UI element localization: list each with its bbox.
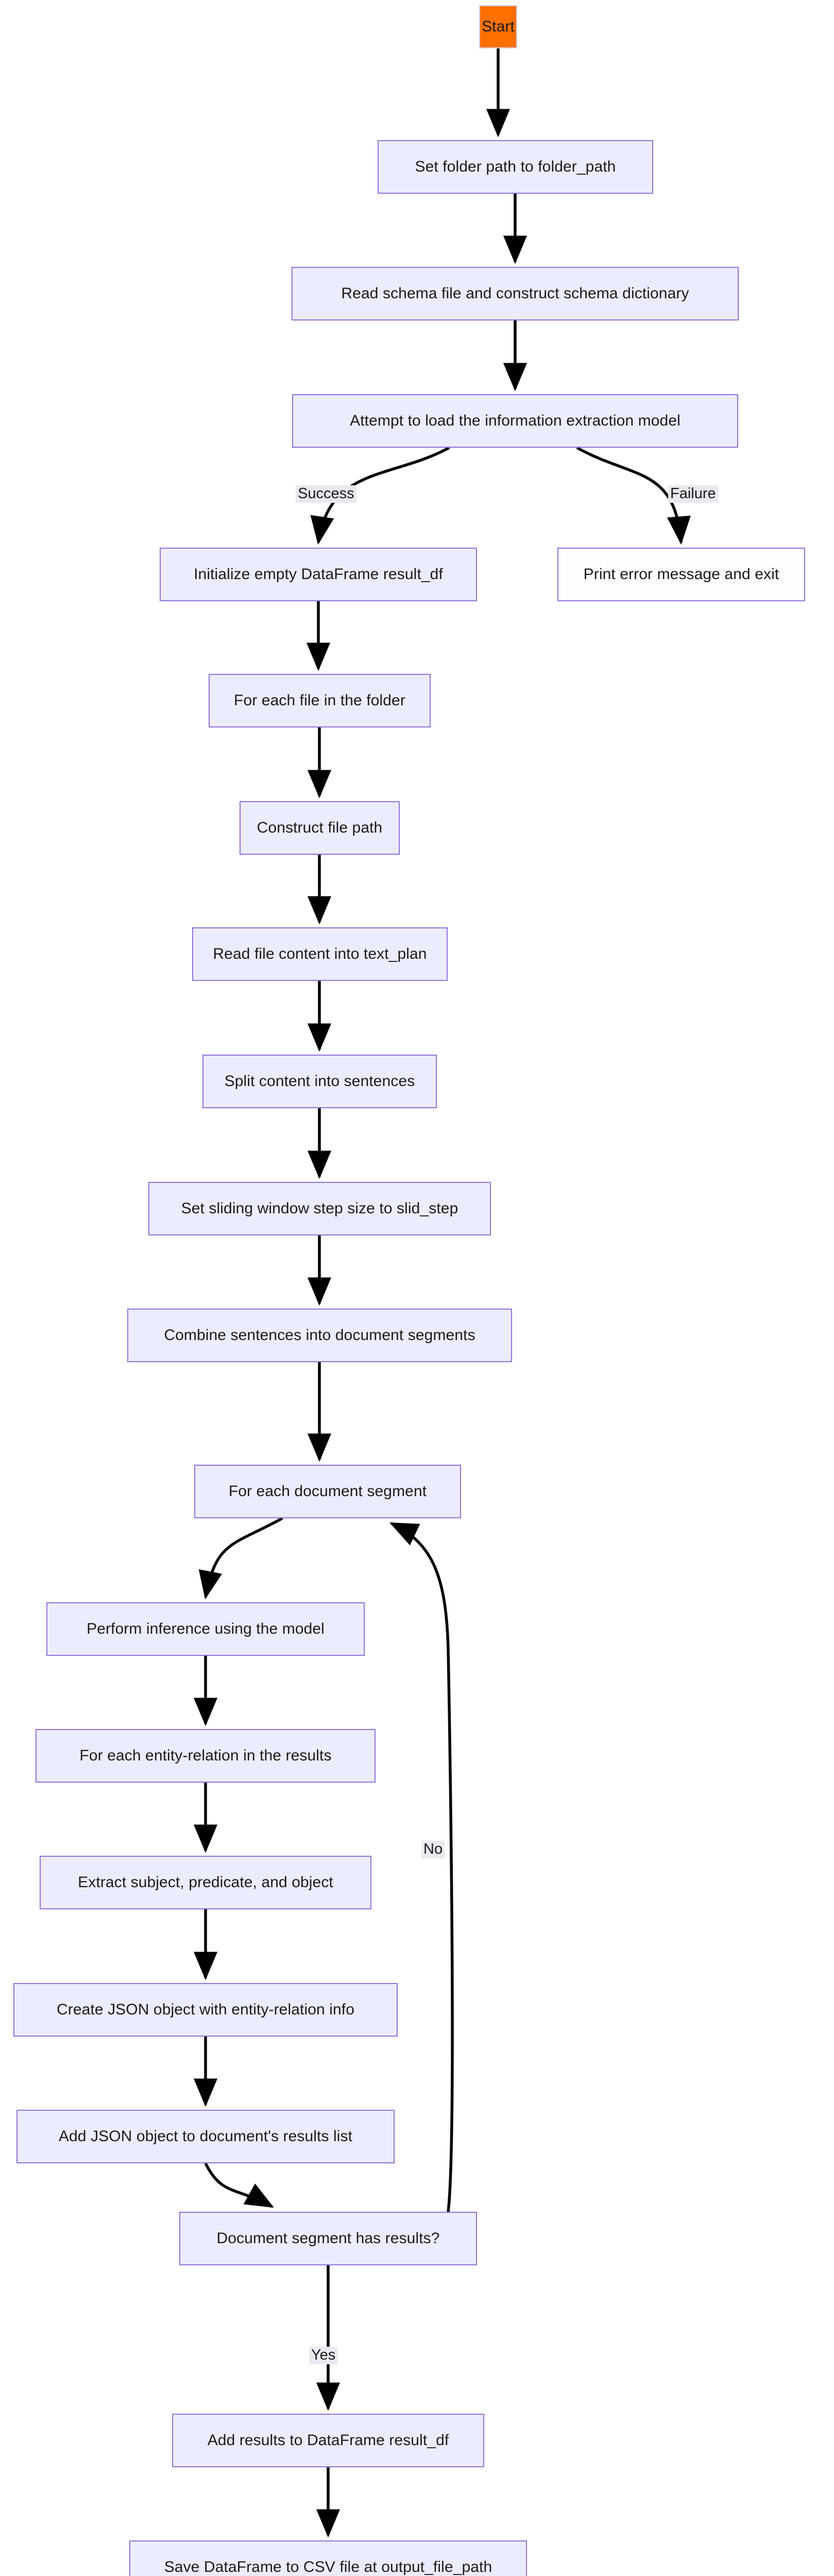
node-extract-spo[interactable]: Extract subject, predicate, and object	[40, 1856, 371, 1909]
node-document-segment-has-results[interactable]: Document segment has results?	[179, 2212, 477, 2265]
node-set-folder-path[interactable]: Set folder path to folder_path	[378, 140, 653, 194]
edge-label-no: No	[421, 1841, 445, 1858]
node-split-into-sentences[interactable]: Split content into sentences	[202, 1055, 437, 1108]
node-print-error-message[interactable]: Print error message and exit	[557, 548, 805, 601]
edge-addjson-hasresults	[204, 2162, 274, 2208]
node-create-json-object[interactable]: Create JSON object with entity-relation …	[13, 1983, 398, 2037]
node-initialize-dataframe[interactable]: Initialize empty DataFrame result_df	[160, 548, 477, 601]
node-read-file-content[interactable]: Read file content into text_plan	[192, 927, 448, 981]
node-attempt-load-model[interactable]: Attempt to load the information extracti…	[292, 394, 738, 448]
node-for-each-document-segment[interactable]: For each document segment	[194, 1465, 461, 1518]
node-construct-file-path[interactable]: Construct file path	[240, 801, 400, 855]
node-start[interactable]: Start	[479, 5, 517, 48]
edge-label-yes: Yes	[309, 2347, 338, 2364]
node-for-each-entity-relation[interactable]: For each entity-relation in the results	[36, 1729, 376, 1783]
edge-label-failure: Failure	[668, 485, 718, 503]
node-add-results-to-dataframe[interactable]: Add results to DataFrame result_df	[172, 2414, 484, 2467]
edge-label-success: Success	[296, 485, 356, 503]
node-for-each-file[interactable]: For each file in the folder	[209, 674, 431, 727]
node-add-json-to-results[interactable]: Add JSON object to document's results li…	[16, 2110, 395, 2163]
node-read-schema-file[interactable]: Read schema file and construct schema di…	[292, 267, 739, 320]
edge-hasresults-foreachseg-no	[389, 1522, 454, 2212]
node-perform-inference[interactable]: Perform inference using the model	[46, 1602, 365, 1656]
edge-loadmodel-printerr	[576, 446, 691, 545]
edge-foreachseg-inference	[198, 1517, 283, 1600]
node-save-dataframe-csv[interactable]: Save DataFrame to CSV file at output_fil…	[129, 2540, 527, 2576]
node-combine-sentences[interactable]: Combine sentences into document segments	[127, 1309, 512, 1362]
node-set-sliding-window-step[interactable]: Set sliding window step size to slid_ste…	[148, 1182, 491, 1235]
